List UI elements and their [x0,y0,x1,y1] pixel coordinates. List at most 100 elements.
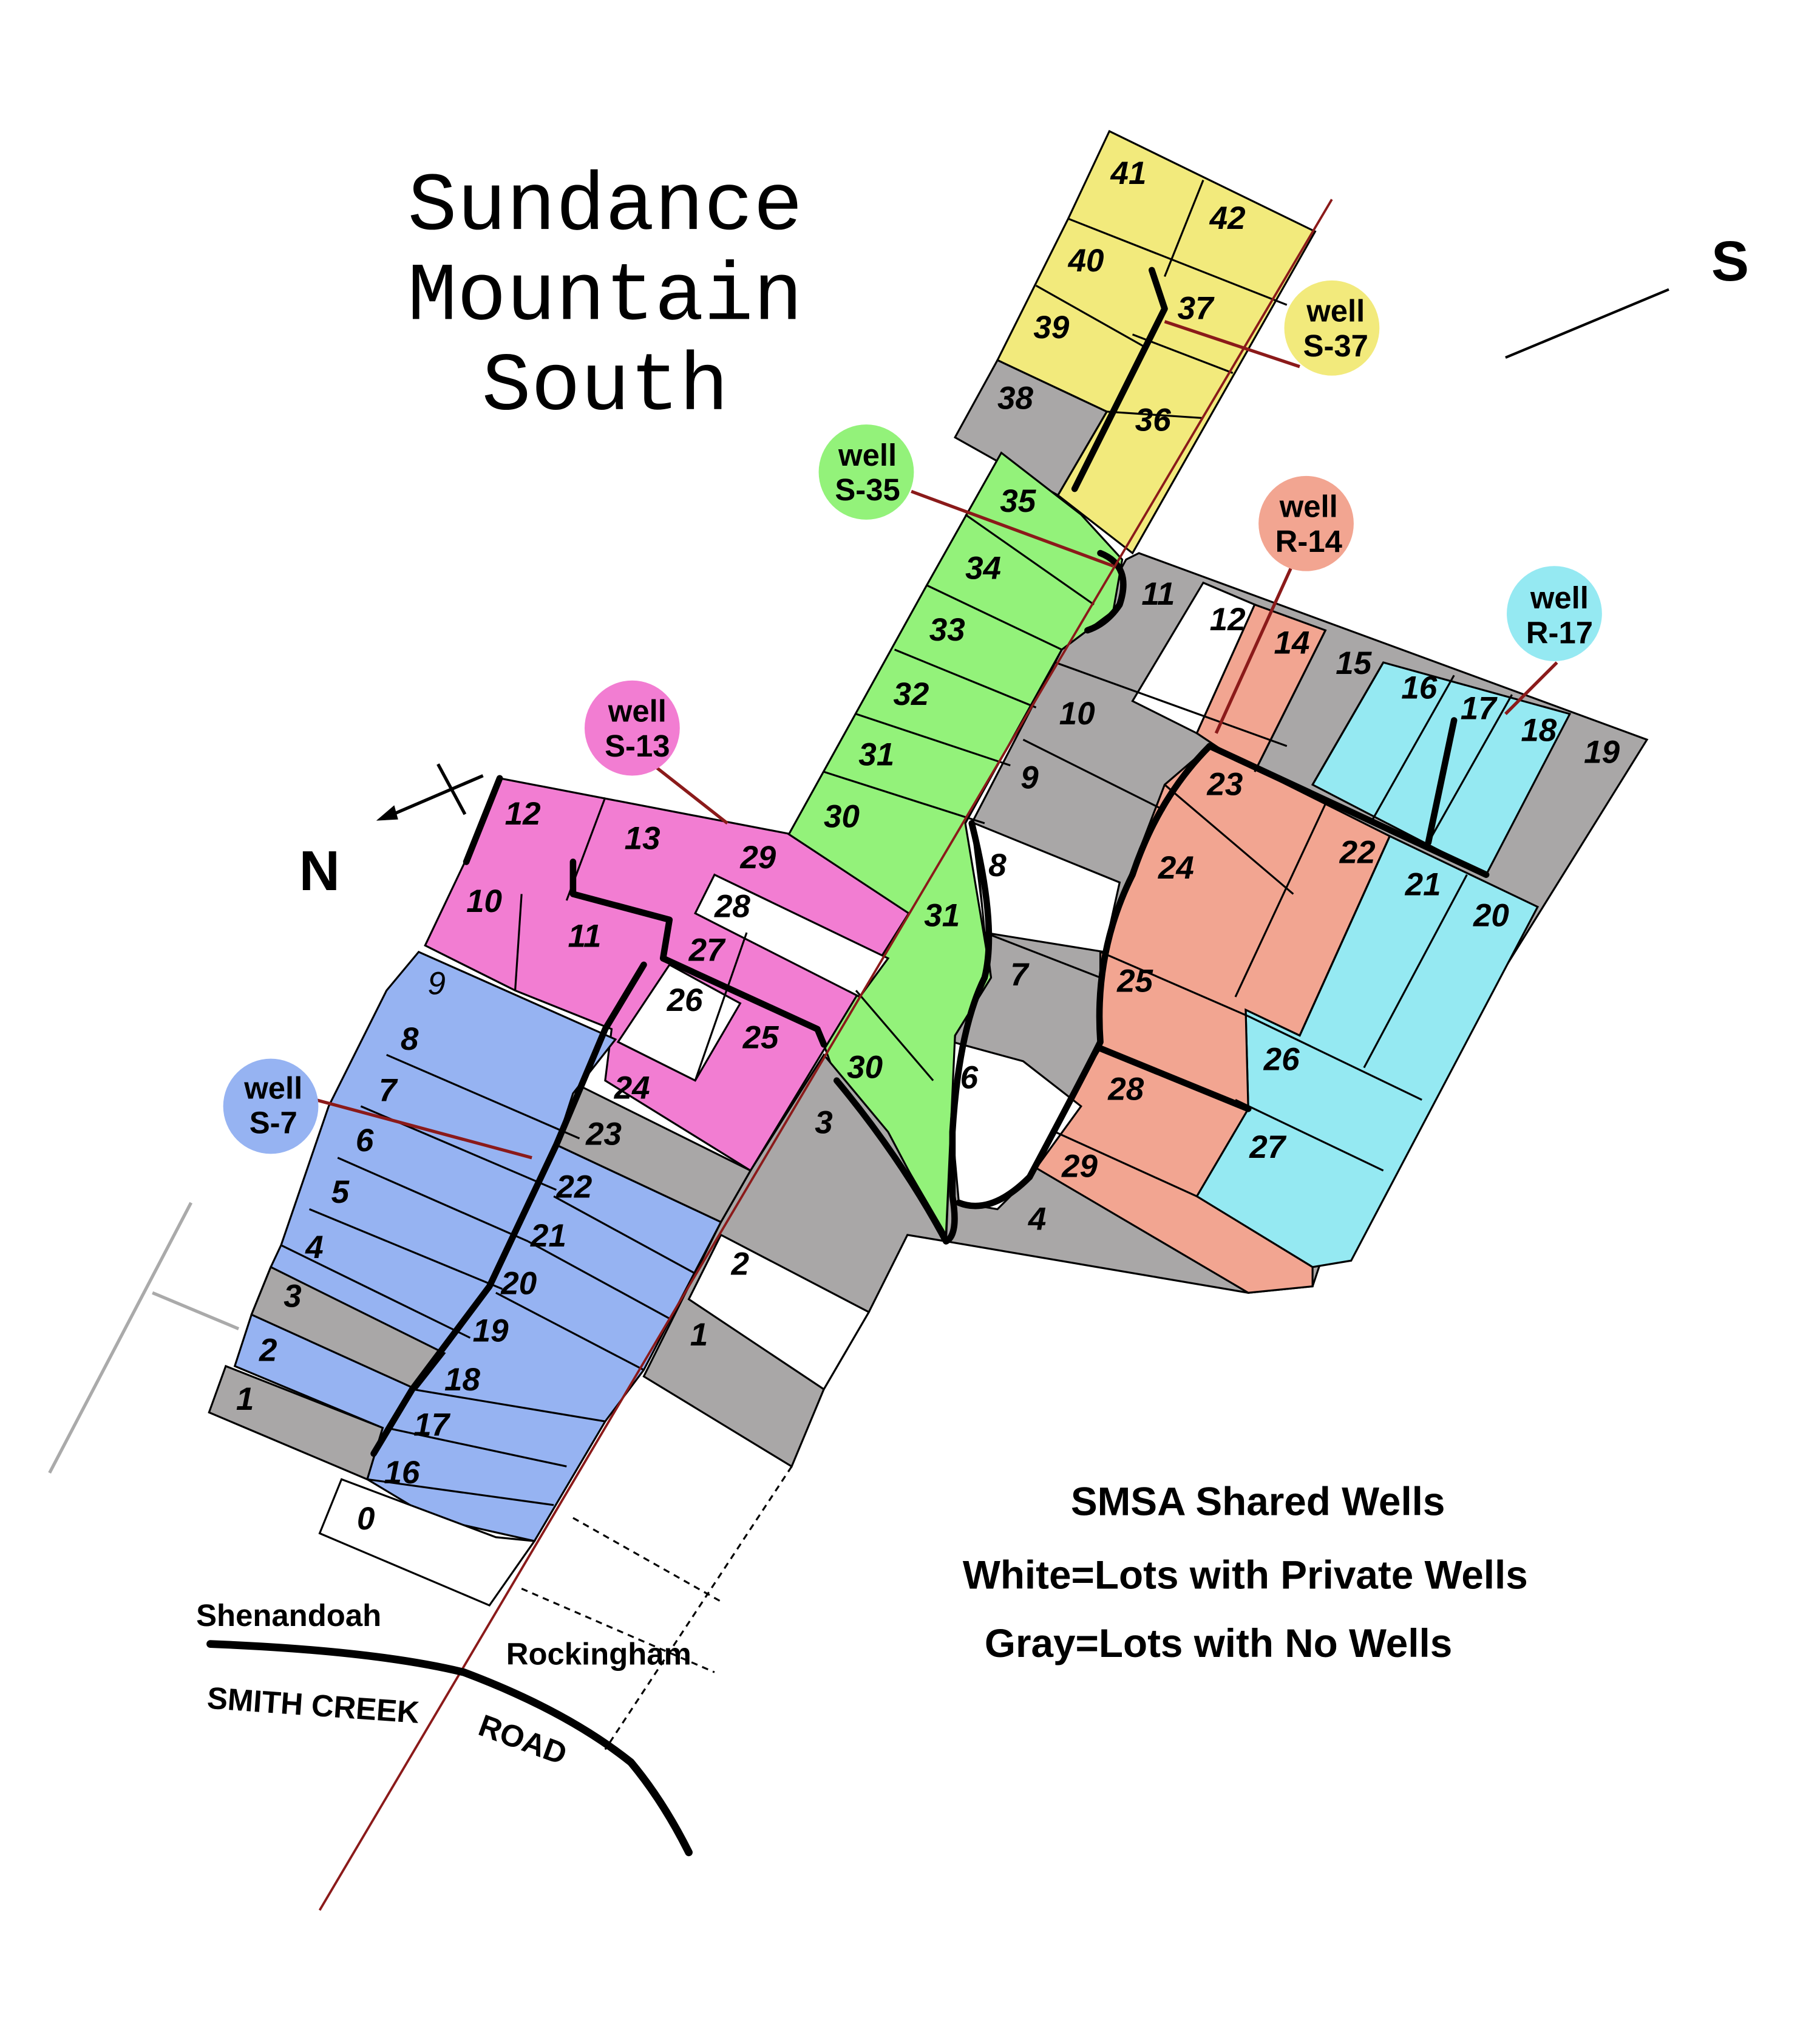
lot-label: 17 [413,1407,450,1443]
lot-label: 11 [1141,576,1175,612]
lot-0-white[interactable] [318,1478,537,1607]
lot-label: 8 [401,1021,419,1057]
lot-label: 29 [739,840,776,876]
lot-label: 8 [988,848,1007,883]
lot-label: 3 [284,1279,301,1315]
legend-gray: Gray=Lots with No Wells [985,1621,1452,1665]
lot-label: 20 [1473,897,1509,933]
lot-label: 18 [1521,712,1557,748]
well-r-14[interactable]: well R-14 [1258,475,1354,571]
lot-label: 21 [530,1218,566,1254]
well-word: well [1279,489,1338,524]
north-tick [436,763,467,815]
lot-label: 19 [1584,734,1620,770]
compass: S N [299,230,1749,902]
lot-label: 26 [667,982,703,1018]
lot-label: 12 [505,796,541,832]
internal-roads [370,267,1490,1457]
lot-label: 29 [1061,1149,1098,1185]
lots [208,129,1649,1607]
lot-label: 12 [1210,602,1246,638]
boundary-line [152,1291,240,1330]
lot-label: 14 [1274,625,1310,661]
lot-label: 2 [731,1247,749,1282]
lot-label: 32 [893,676,929,712]
well-s-37[interactable]: well S-37 [1284,280,1380,376]
lot-label: 25 [742,1020,779,1056]
lot-label: 15 [1336,645,1372,681]
well-word: well [1306,294,1365,328]
lot-label: 33 [929,612,965,648]
county-line [318,199,1333,1911]
well-s-7[interactable]: well S-7 [223,1058,319,1154]
title-line-1: Sundance [407,160,803,254]
lot-label: 5 [331,1174,350,1210]
lot-label: 38 [997,381,1033,417]
county-label-shenandoah: Shenandoah [196,1598,381,1633]
lot-label: 1 [236,1381,254,1417]
lot-label: 31 [924,897,960,933]
lot-label: 17 [1461,690,1498,726]
well-id: S-35 [835,472,900,507]
well-s-13[interactable]: well S-13 [584,680,680,776]
well-id: S-13 [605,729,670,763]
lot-label: 2 [259,1333,277,1369]
north-arrowhead-icon [376,805,398,821]
lot-label: 25 [1116,963,1153,999]
title-line-2: Mountain [407,250,803,344]
lot-label: 24 [614,1070,650,1106]
lot-label: 0 [357,1501,375,1537]
lot-label: 39 [1033,310,1069,345]
south-line [1505,288,1669,359]
lot-label: 27 [688,933,726,968]
lot-label: 13 [625,820,660,856]
lot-38-gray[interactable] [954,359,1109,497]
well-word: well [1530,580,1589,615]
road-label-smith-creek: SMITH CREEK [206,1681,421,1730]
well-r-17[interactable]: well R-17 [1507,566,1602,661]
lot-label: 27 [1249,1129,1286,1165]
lot-label: 34 [965,550,1001,586]
lot-label: 21 [1405,867,1441,903]
lot-label: 28 [714,889,750,925]
lot-label: 23 [1206,766,1243,802]
county-label-rockingham: Rockingham [506,1636,691,1671]
dashed-boundaries [521,1466,793,1750]
lot-label: 20 [500,1265,537,1301]
lot-label: 42 [1209,200,1246,236]
well-s-35[interactable]: well S-35 [818,424,914,520]
lot-label: 30 [824,798,860,834]
lot-label: 19 [473,1313,509,1349]
lot-label: 7 [1010,957,1030,993]
lot-label: 31 [858,737,894,773]
lot-label: 1 [690,1317,708,1353]
lot-label: 10 [1059,696,1095,732]
smith-creek-road [206,1640,693,1857]
legend-heading: SMSA Shared Wells [1071,1480,1445,1524]
lot-label: 7 [379,1073,398,1109]
lot-labels: 4 1 42 40 3 7 39 36 38 35 34 33 32 31 30 3… [236,155,1620,1537]
north-label: N [299,839,340,902]
title-line-3: South [481,341,728,434]
lot-label: 9 [428,966,446,1002]
south-label: S [1711,230,1749,293]
well-word: well [243,1070,302,1105]
well-id: S-37 [1303,328,1368,363]
lot-label: 30 [847,1049,883,1085]
well-word: well [608,694,667,729]
well-id: R-17 [1526,615,1593,650]
lot-label: 35 [1000,483,1036,519]
lot-label: 16 [384,1455,419,1491]
center-lot-2-white[interactable] [687,1233,871,1391]
lot-label: 36 [1135,403,1171,438]
lot-label: 40 [1068,243,1104,279]
lot-label: 11 [568,918,601,954]
lot-label: 9 [1020,760,1039,796]
north-arrow-icon [383,774,484,820]
lot-label: 24 [1158,850,1194,886]
lot-dividers [280,180,1513,1506]
lot-label: 6 [356,1123,374,1158]
lot-label: 4 [305,1230,323,1265]
lot-label: 16 [1401,670,1437,706]
